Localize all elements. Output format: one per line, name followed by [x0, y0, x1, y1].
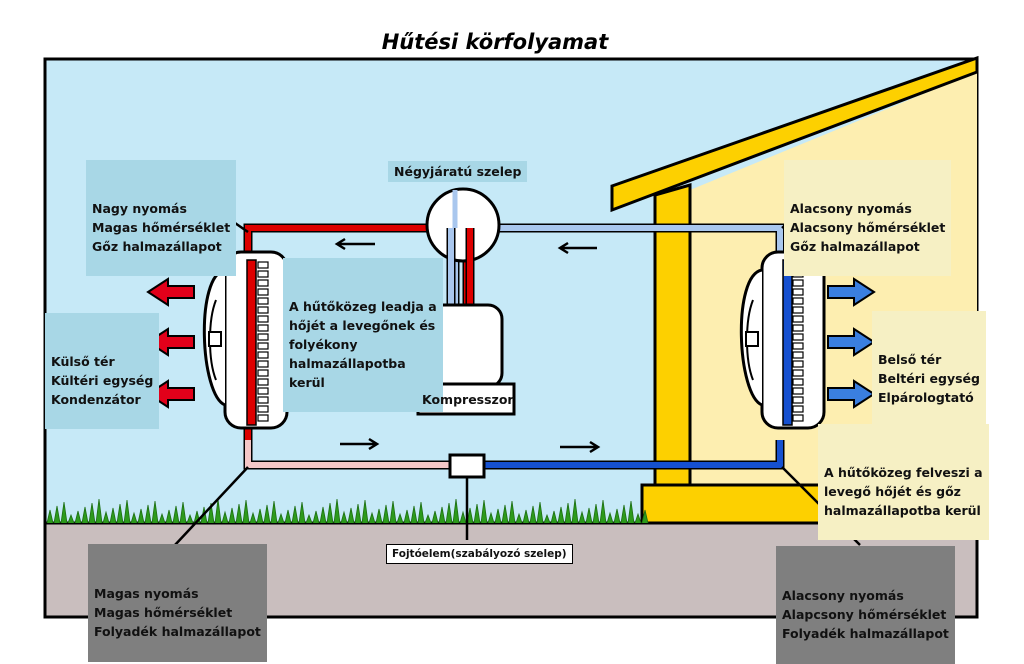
compressor-label: Kompresszor — [422, 392, 514, 407]
diagram-title: Hűtési körfolyamat — [381, 30, 609, 54]
airflow-arrow-icon — [827, 379, 876, 409]
expansion-valve-label: Fojtóelem(szabályozó szelep) — [386, 544, 573, 564]
heat-exchanger-icon — [782, 259, 793, 426]
four-way-valve-icon — [425, 187, 501, 305]
four-way-valve-label: Négyjáratú szelep — [388, 161, 528, 182]
airflow-arrow-icon — [827, 277, 876, 307]
airflow-arrow-icon — [827, 327, 876, 357]
airflow-arrow-icon — [146, 379, 195, 409]
expansion-valve-icon — [448, 453, 486, 479]
outdoor-condenser-unit — [202, 250, 289, 430]
airflow-arrow-icon — [146, 327, 195, 357]
indoor-evaporator-unit — [739, 250, 826, 430]
airflow-arrows — [146, 277, 876, 409]
heat-exchanger-icon — [246, 259, 257, 426]
airflow-arrow-icon — [146, 277, 195, 307]
flow-arrow-icon — [334, 237, 601, 454]
grass-icon — [46, 498, 649, 524]
compressor-icon — [416, 303, 516, 416]
